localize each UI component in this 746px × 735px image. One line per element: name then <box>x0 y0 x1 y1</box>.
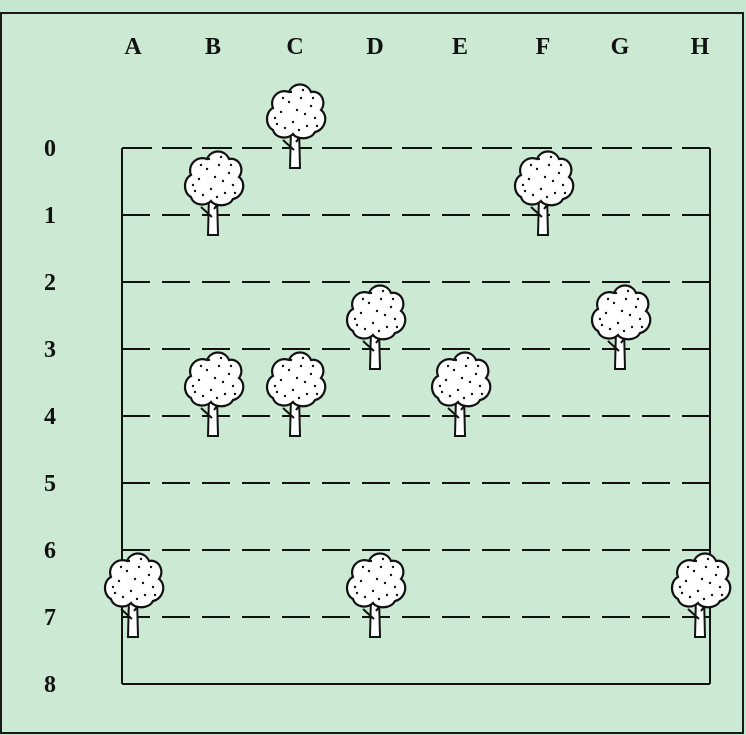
column-label-f: F <box>536 34 551 60</box>
row-label-5: 5 <box>44 471 56 497</box>
column-label-c: C <box>286 34 303 60</box>
column-label-h: H <box>691 34 710 60</box>
tree-icon <box>347 554 405 638</box>
tree-icon <box>347 286 405 370</box>
tree-icon <box>267 85 325 169</box>
row-label-2: 2 <box>44 270 56 296</box>
tree-icon <box>672 554 730 638</box>
tree-icon <box>185 353 243 437</box>
row-label-6: 6 <box>44 538 56 564</box>
column-label-g: G <box>611 34 630 60</box>
column-label-d: D <box>366 34 383 60</box>
row-label-7: 7 <box>44 605 56 631</box>
row-label-3: 3 <box>44 337 56 363</box>
tree-icon <box>592 286 650 370</box>
tree-icon <box>105 554 163 638</box>
row-label-1: 1 <box>44 203 56 229</box>
tree-icon <box>185 152 243 236</box>
tree-icon <box>432 353 490 437</box>
column-label-e: E <box>452 34 468 60</box>
tree-icon <box>267 353 325 437</box>
row-label-8: 8 <box>44 672 56 698</box>
row-label-0: 0 <box>44 136 56 162</box>
tree-icon <box>515 152 573 236</box>
trees-layer <box>105 85 730 638</box>
column-label-a: A <box>124 34 142 60</box>
column-label-b: B <box>205 34 221 60</box>
row-label-4: 4 <box>44 404 56 430</box>
